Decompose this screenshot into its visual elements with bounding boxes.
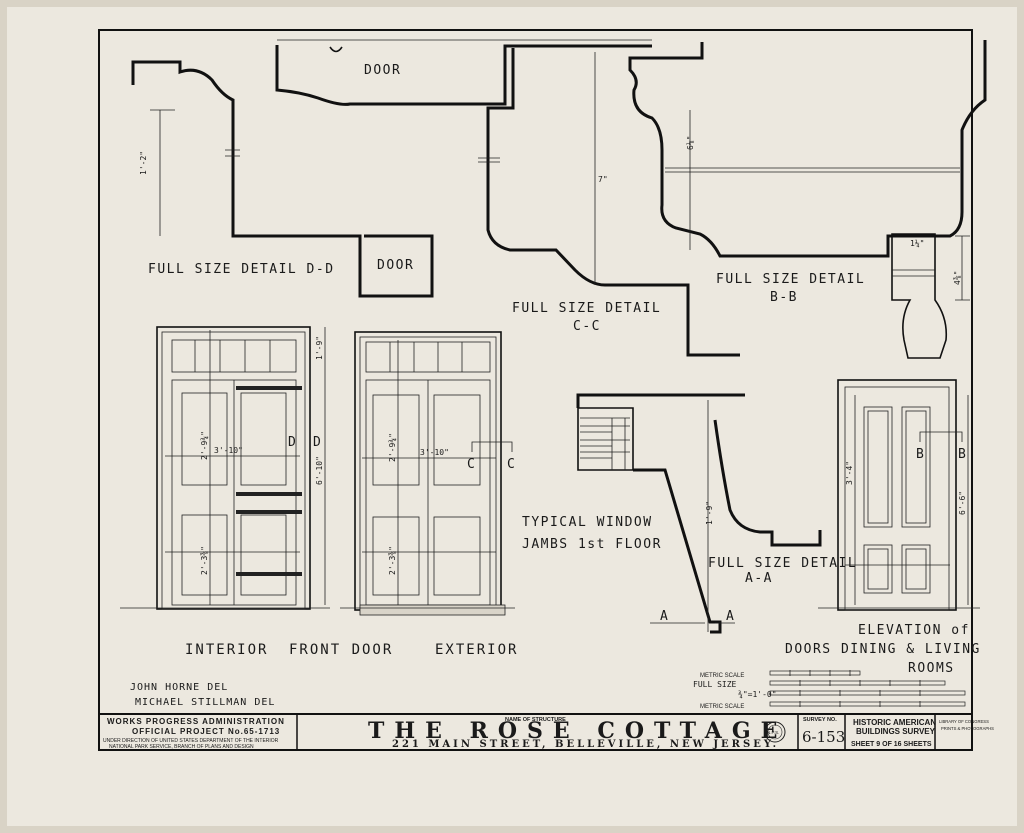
sheet-border <box>98 29 973 751</box>
inner-door-height: 3'-4" <box>845 461 854 485</box>
drafter-credit-1: JOHN HORNE DEL <box>130 682 228 693</box>
detail-aa-label-line2: A-A <box>745 571 773 586</box>
detail-dd-label: FULL SIZE DETAIL D-D <box>148 262 335 277</box>
structure-name-caption: NAME OF STRUCTURE <box>505 717 566 723</box>
wpa-line-2: OFFICIAL PROJECT No.65-1713 <box>132 727 280 736</box>
detail-cc-profile: 7" <box>478 48 740 357</box>
section-mark-a1: A <box>660 609 669 624</box>
exterior-door-elevation: 2'-9¾" 2'-3⅜" 3'-10" C C <box>340 331 516 616</box>
door-label-upper: DOOR <box>364 63 401 78</box>
structure-address: 221 MAIN STREET, BELLEVILLE, NEW JERSEY. <box>392 739 779 750</box>
section-mark-b1: B <box>916 447 925 462</box>
window-jamb-detail: 1'-9" A A <box>576 393 822 634</box>
exterior-label: EXTERIOR <box>435 642 518 658</box>
scale-label-three-quarter: ¾"=1'-0" <box>738 690 777 699</box>
interior-panel-lower: 2'-3⅜" <box>200 546 209 575</box>
window-jamb-label-line1: TYPICAL WINDOW <box>522 515 653 530</box>
inner-door-overall-height: 6'-6" <box>958 491 967 515</box>
detail-bb-label-line1: FULL SIZE DETAIL <box>716 272 865 287</box>
detail-cc-label-line2: C-C <box>573 319 601 334</box>
habs-line-2: BUILDINGS SURVEY <box>856 727 936 736</box>
wpa-line-1: WORKS PROGRESS ADMINISTRATION <box>107 717 285 726</box>
section-mark-d1: D <box>288 435 297 450</box>
door-label-lower: DOOR <box>377 258 414 273</box>
dining-living-door-elevation: 3'-4" 6'-6" B B <box>818 379 980 611</box>
detail-bb-profile: 6⅛" 1¼" 4⅜" <box>628 40 987 359</box>
detail-bb-label-line2: B-B <box>770 290 798 305</box>
detail-bb-dimension-3: 4⅜" <box>953 271 962 285</box>
detail-cc-label-line1: FULL SIZE DETAIL <box>512 301 661 316</box>
interior-door-width: 3'-10" <box>214 446 243 455</box>
loc-stamp-line-1: LIBRARY OF CONGRESS <box>939 719 989 724</box>
section-mark-c2: C <box>507 457 516 472</box>
exterior-door-width: 3'-10" <box>420 448 449 457</box>
structure-name: THE ROSE COTTAGE <box>368 718 787 744</box>
drafter-credit-2: MICHAEL STILLMAN DEL <box>135 697 275 708</box>
detail-aa-dimension: 1'-9" <box>705 501 714 525</box>
nps-seal <box>764 721 786 743</box>
front-door-label: FRONT DOOR <box>289 642 393 658</box>
section-mark-b2: B <box>958 447 967 462</box>
door-height-dimension: 6'-10" <box>315 456 324 485</box>
loc-stamp-line-2: PRINTS & PHOTOGRAPHS <box>941 726 994 731</box>
section-mark-d2: D <box>313 435 322 450</box>
detail-door-top-profile <box>275 39 652 106</box>
title-block: N.P.S. <box>296 714 936 750</box>
scale-label-metric-1: METRIC SCALE <box>700 673 744 679</box>
sheet-number: SHEET 9 OF 16 SHEETS <box>851 741 932 748</box>
survey-number-caption: SURVEY NO. <box>803 717 837 723</box>
interior-panel-upper: 2'-9¾" <box>200 431 209 460</box>
detail-bb-dimension-2: 1¼" <box>910 239 924 248</box>
detail-bb-dimension-1: 6⅛" <box>686 136 695 150</box>
transom-height-dimension: 1'-9" <box>315 336 324 360</box>
detail-cc-dimension: 7" <box>598 175 608 184</box>
detail-dd-dimension: 1'-2" <box>139 151 148 175</box>
section-mark-a2: A <box>726 609 735 624</box>
wpa-line-3: UNDER DIRECTION OF UNITED STATES DEPARTM… <box>103 738 279 744</box>
habs-line-1: HISTORIC AMERICAN <box>853 718 936 727</box>
window-jamb-label-line2: JAMBS 1st FLOOR <box>522 537 662 552</box>
wpa-line-4: NATIONAL PARK SERVICE, BRANCH OF PLANS A… <box>109 744 254 750</box>
interior-label: INTERIOR <box>185 642 268 658</box>
elevation-label-line1: ELEVATION of <box>858 623 970 638</box>
survey-number: 6-153 <box>802 728 845 746</box>
detail-dd-profile: 1'-2" <box>131 60 434 298</box>
elevation-label-line2: DOORS DINING & LIVING <box>785 642 981 657</box>
exterior-panel-upper: 2'-9¾" <box>388 433 397 462</box>
scale-label-metric-2: METRIC SCALE <box>700 704 744 710</box>
seal-text: N.P.S. <box>767 730 779 735</box>
scale-label-full-size: FULL SIZE <box>693 680 737 689</box>
detail-aa-label-line1: FULL SIZE DETAIL <box>708 556 857 571</box>
elevation-label-line3: ROOMS <box>908 661 955 676</box>
exterior-panel-lower: 2'-3⅜" <box>388 546 397 575</box>
interior-door-elevation: 2'-9¾" 2'-3⅜" 3'-10" 6'-10" 1'-9" D D <box>120 326 330 610</box>
graphic-scales: METRIC SCALE FULL SIZE ¾"=1'-0" METRIC S… <box>693 670 966 710</box>
section-mark-c1: C <box>467 457 476 472</box>
